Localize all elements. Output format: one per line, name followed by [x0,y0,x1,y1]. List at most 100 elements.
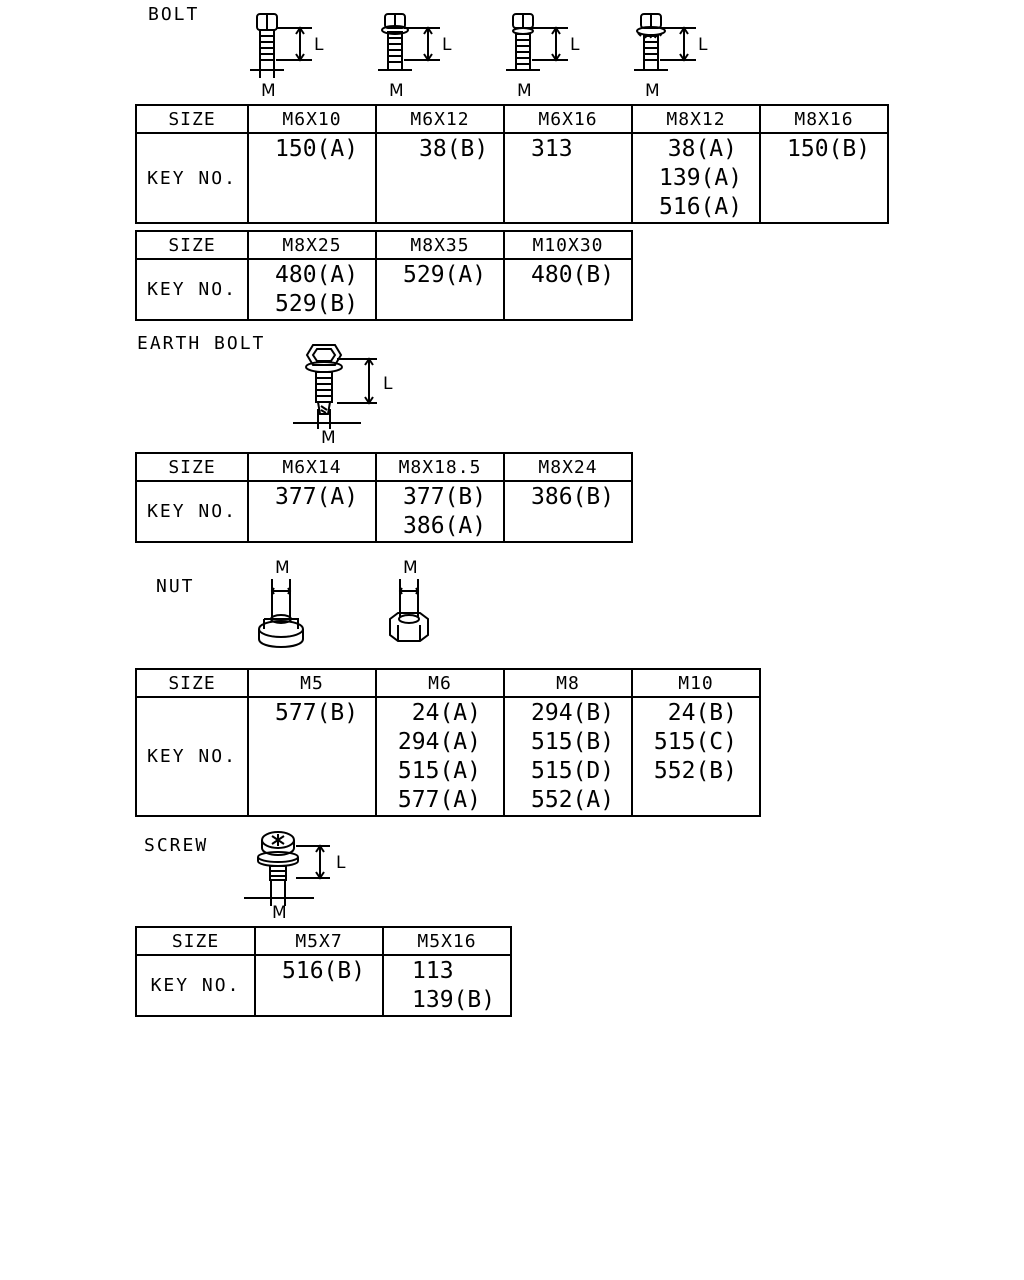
key-no-value: 377(B) [403,484,487,510]
bolt-dim-l-label: L [314,35,324,55]
size-header-label: SIZE [135,452,249,482]
key-no-value: 480(B) [531,262,615,288]
key-no-value: 38(A) [667,136,737,162]
bolt-icons: L M L M L M L M [250,13,708,101]
screw-section-label: SCREW [144,835,209,856]
size-cell: M6X10 [247,104,377,134]
bolt-dim-m-label: M [517,81,532,101]
size-cell: M6X16 [503,104,633,134]
screw-size-table: SIZE M5X7 M5X16 KEY NO. 516(B) 113 139(B… [135,926,512,1017]
key-no-cell: 38(B) [375,132,505,224]
key-no-value: 386(A) [403,513,487,539]
key-no-value: 113 [412,958,454,984]
key-no-cell: 113 139(B) [382,954,512,1017]
bolt-dim-l-label: L [698,35,708,55]
earth-bolt-section-label: EARTH BOLT [137,333,266,354]
earth-bolt-size-table: SIZE M6X14 M8X18.5 M8X24 KEY NO. 377(A) … [135,452,633,543]
key-no-value: 529(A) [403,262,487,288]
key-no-value: 24(B) [667,700,737,726]
key-no-value: 515(C) [653,729,737,755]
key-no-value: 38(B) [419,136,489,162]
bolt-dim-l-label: L [442,35,452,55]
key-no-value: 139(B) [412,987,496,1013]
key-no-cell: 516(B) [254,954,384,1017]
size-cell: M5X16 [382,926,512,956]
key-no-header-label: KEY NO. [135,258,249,321]
key-no-value: 515(D) [531,758,615,784]
key-no-value: 377(A) [275,484,359,510]
bolt-dim-m-label: M [389,81,404,101]
key-no-cell: 480(A) 529(B) [247,258,377,321]
screw-dim-m-label: M [272,903,287,921]
key-no-cell: 24(B) 515(C) 552(B) [631,696,761,817]
size-cell: M5 [247,668,377,698]
bolt-dim-m-label: M [645,81,660,101]
key-no-value: 294(B) [531,700,615,726]
size-cell: M8X18.5 [375,452,505,482]
key-no-cell: 38(A) 139(A) 516(A) [631,132,761,224]
flange-bolt-icon [378,13,440,71]
key-no-value: 552(A) [531,787,615,813]
key-no-value: 577(B) [275,700,359,726]
size-cell: M8X12 [631,104,761,134]
key-no-header-label: KEY NO. [135,696,249,817]
serrated-flange-bolt-icon [634,13,696,71]
key-no-value: 515(B) [531,729,615,755]
washer-screw-icon: L M [244,831,346,921]
key-no-value: 294(A) [397,729,481,755]
key-no-value: 552(B) [653,758,737,784]
key-no-cell: 529(A) [375,258,505,321]
size-cell: M6 [375,668,505,698]
earth-bolt-dim-m-label: M [321,428,336,447]
bolt-size-table-2: SIZE M8X25 M8X35 M10X30 KEY NO. 480(A) 5… [135,230,633,321]
key-no-value: 516(A) [659,194,743,220]
washer-bolt-icon [506,13,568,71]
bolt-dim-m-label: M [261,81,276,101]
size-cell: M8X16 [759,104,889,134]
key-no-cell: 313 [503,132,633,224]
earth-bolt-icon: L M [293,344,393,447]
size-header-label: SIZE [135,104,249,134]
size-cell: M6X12 [375,104,505,134]
size-cell: M5X7 [254,926,384,956]
nut-dim-m-label: M [403,558,418,578]
key-no-value: 150(B) [787,136,871,162]
size-cell: M8X35 [375,230,505,260]
key-no-value: 150(A) [275,136,359,162]
size-cell: M10 [631,668,761,698]
size-header-label: SIZE [135,668,249,698]
key-no-cell: 150(B) [759,132,889,224]
key-no-value: 139(A) [659,165,743,191]
key-no-header-label: KEY NO. [135,480,249,543]
flange-nut-icon [258,579,304,649]
size-cell: M8 [503,668,633,698]
size-cell: M10X30 [503,230,633,260]
key-no-cell: 150(A) [247,132,377,224]
key-no-value: 516(B) [282,958,366,984]
key-no-value: 480(A) [275,262,359,288]
key-no-cell: 386(B) [503,480,633,543]
size-cell: M8X24 [503,452,633,482]
key-no-header-label: KEY NO. [135,132,249,224]
nut-section-label: NUT [156,576,195,597]
key-no-cell: 377(A) [247,480,377,543]
nut-icons: M M [258,558,429,649]
bolt-size-table-1: SIZE M6X10 M6X12 M6X16 M8X12 M8X16 KEY N… [135,104,889,224]
nut-size-table: SIZE M5 M6 M8 M10 KEY NO. 577(B) 24(A) 2… [135,668,761,817]
size-cell: M8X25 [247,230,377,260]
earth-bolt-dim-l-label: L [383,374,393,394]
key-no-cell: 480(B) [503,258,633,321]
nut-dim-m-label: M [275,558,290,578]
key-no-cell: 377(B) 386(A) [375,480,505,543]
key-no-header-label: KEY NO. [135,954,256,1017]
size-header-label: SIZE [135,230,249,260]
key-no-value: 515(A) [397,758,481,784]
screw-dim-l-label: L [336,853,346,873]
key-no-cell: 577(B) [247,696,377,817]
hex-nut-icon [389,579,429,642]
hex-bolt-icon [250,13,312,78]
key-no-cell: 294(B) 515(B) 515(D) 552(A) [503,696,633,817]
key-no-value: 577(A) [397,787,481,813]
bolt-section-label: BOLT [148,4,200,25]
size-cell: M6X14 [247,452,377,482]
